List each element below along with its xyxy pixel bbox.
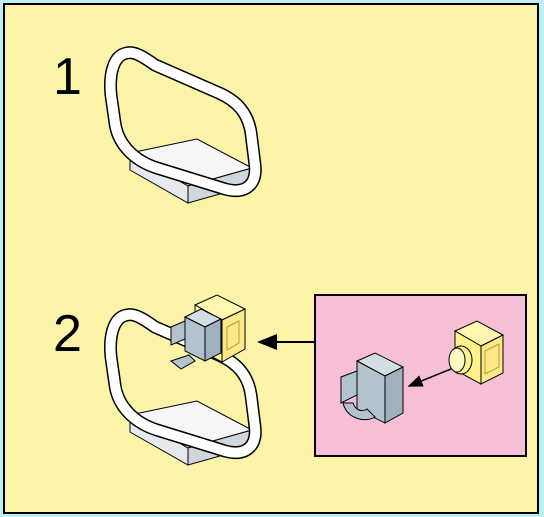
clip-brick-icon [340, 352, 405, 424]
step-2-number: 2 [53, 305, 82, 363]
rounded-frame-icon [104, 308, 262, 459]
step-1-number: 1 [53, 48, 82, 106]
instruction-page: 1 [3, 3, 539, 514]
transparent-yellow-plate-icon [448, 320, 505, 385]
step-illustrations [104, 46, 527, 466]
assembly-arrow-icon [407, 368, 452, 387]
clip-brick-icon [169, 308, 223, 370]
rounded-frame-icon [104, 46, 262, 197]
